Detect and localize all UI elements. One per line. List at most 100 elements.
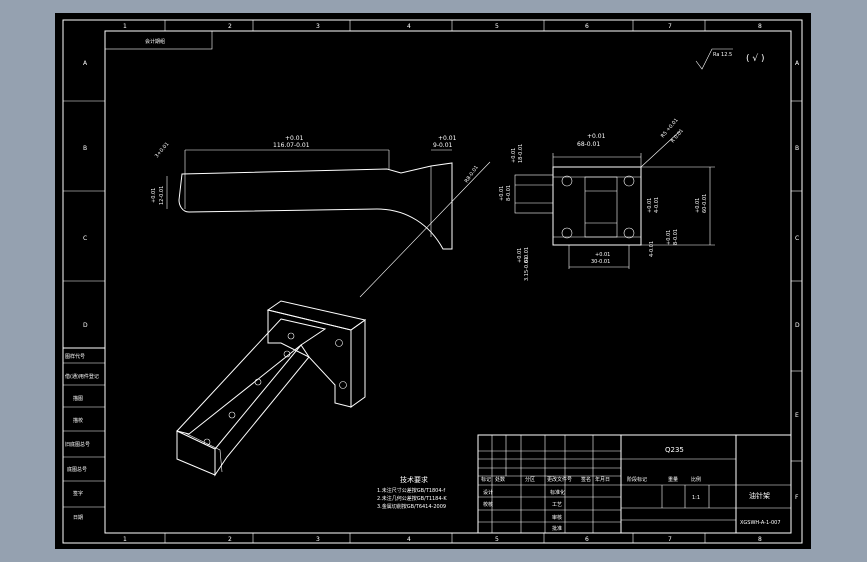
dim-d26: 30-0.01: [591, 259, 610, 265]
dim-d8: 12-0.01: [159, 186, 165, 205]
strip-label-5: 底图总号: [67, 466, 87, 473]
strip-label-6: 签字: [73, 490, 83, 497]
dim-d14: +0.01: [499, 186, 505, 201]
dim-d20: +0.01: [695, 198, 701, 213]
dim-d3: +0.01: [438, 135, 457, 142]
outer-frame: [62, 19, 803, 544]
side-view-dims: +0.01 68-0.01 R5 +0.01 R 0.01 +0.01 18-0…: [499, 117, 708, 281]
top-zone-ticks: [164, 20, 706, 543]
zone-col-5-bottom: 5: [495, 536, 499, 543]
left-strip-table: 图样代号 借(通)用件登记 描图 描校 旧底图总号 底图总号 签字 日期: [63, 347, 105, 521]
tb-row-mid-1: 工艺: [552, 502, 562, 508]
zone-col-4-bottom: 4: [407, 536, 411, 543]
strip-label-3: 描校: [73, 417, 83, 424]
top-zone-labels: 1 2 3 4 5 6 7 8 1 2 3 4 5 6 7 8: [123, 23, 762, 543]
tb-part-name: 油针架: [749, 491, 770, 500]
zone-col-7-bottom: 7: [668, 536, 672, 543]
zone-row-f-right: F: [795, 494, 799, 501]
front-view-dims: +0.01 116.07-0.01 +0.01 9-0.01 3+0.01 R8…: [151, 135, 480, 205]
dim-d22: +0.01: [517, 248, 523, 263]
tb-row-left-0: 设计: [483, 489, 493, 496]
tb-header-1: 处数: [495, 476, 505, 483]
tb-row-mid-0: 标准化: [550, 489, 565, 496]
dim-d2: 116.07-0.01: [273, 142, 310, 149]
zone-col-3: 3: [316, 23, 320, 30]
dim-d10: +0.01: [587, 133, 606, 140]
zone-row-c-right: C: [795, 235, 799, 242]
tb-material: Q235: [665, 446, 684, 454]
drawing-sheet: 1 2 3 4 5 6 7 8 1 2 3 4 5 6 7 8 A B C D …: [55, 13, 811, 549]
tech-title: 技术要求: [400, 475, 428, 484]
tb-row-left-1: 校核: [483, 501, 493, 508]
dim-d28: R 0.01: [670, 128, 685, 144]
zone-row-b: B: [83, 145, 87, 152]
tb-row-mid-2: 审核: [552, 514, 562, 521]
inner-frame: [104, 30, 792, 534]
dim-d5: 3+0.01: [154, 141, 170, 159]
strip-label-1: 借(通)用件登记: [65, 373, 99, 380]
strip-label-4: 旧底图总号: [65, 441, 90, 448]
zone-col-8: 8: [758, 23, 762, 30]
dim-d18: +0.01: [666, 230, 672, 245]
zone-row-b-right: B: [795, 145, 799, 152]
dim-d7: +0.01: [151, 188, 157, 203]
tb-header-4: 签名: [581, 476, 591, 483]
tb-drawing-number: XGSWH-A-1-007: [740, 520, 781, 526]
leader-line: [359, 161, 491, 298]
tech-note-2: 2.未注几何公差按GB/T1184-K: [377, 495, 447, 502]
tb-stage-label: 阶段标记: [627, 476, 647, 483]
zone-row-e-right: E: [795, 412, 799, 419]
dim-d25: +0.01: [595, 252, 610, 258]
zone-row-a-right: A: [795, 60, 800, 67]
dim-d11: 68-0.01: [577, 141, 600, 148]
zone-col-8-bottom: 8: [758, 536, 762, 543]
zone-col-1-bottom: 1: [123, 536, 127, 543]
zone-row-d: D: [83, 322, 88, 329]
zone-col-2-bottom: 2: [228, 536, 232, 543]
tech-note-3: 3.金属切削按GB/T6414-2009: [377, 503, 446, 510]
tech-notes: 技术要求 1.未注尺寸公差按GB/T1804-f 2.未注几何公差按GB/T11…: [377, 475, 447, 510]
strip-label-0: 图样代号: [65, 353, 85, 360]
zone-col-6-bottom: 6: [585, 536, 589, 543]
tb-weight-label: 重量: [668, 476, 678, 483]
top-left-box-label: 会计期组: [145, 38, 165, 45]
zone-col-1: 1: [123, 23, 127, 30]
dim-d19: 8-0.01: [673, 229, 679, 245]
dim-d23: 6-0.01: [524, 247, 530, 263]
dim-d13: 18-0.01: [518, 144, 524, 163]
drawing-canvas: 1 2 3 4 5 6 7 8 1 2 3 4 5 6 7 8 A B C D …: [62, 19, 803, 544]
side-zone-labels: A B C D A B C D E F: [83, 60, 800, 501]
dim-d12: +0.01: [511, 148, 517, 163]
strip-label-7: 日期: [73, 515, 83, 521]
zone-row-c: C: [83, 235, 87, 242]
roughness-bracket: ( √ ): [746, 53, 764, 64]
zone-col-4: 4: [407, 23, 411, 30]
top-left-box: [104, 30, 213, 50]
dim-d21: 60-0.01: [702, 194, 708, 213]
dim-d1: +0.01: [285, 135, 304, 142]
tb-scale-value: 1:1: [692, 495, 700, 501]
zone-col-3-bottom: 3: [316, 536, 320, 543]
zone-col-6: 6: [585, 23, 589, 30]
tb-header-0: 标记: [481, 476, 491, 483]
tb-header-2: 分区: [525, 476, 535, 483]
tb-header-3: 更改文件号: [547, 476, 572, 483]
zone-row-a: A: [83, 60, 88, 67]
strip-label-2: 描图: [73, 395, 83, 402]
zone-col-2: 2: [228, 23, 232, 30]
tb-scale-label: 比例: [691, 476, 701, 483]
front-view: [166, 149, 491, 298]
roughness-value: Ra 12.5: [713, 52, 732, 58]
tb-row-mid-3: 批准: [552, 525, 562, 532]
dim-d15: 8-0.01: [506, 185, 512, 201]
dim-d4: 9-0.01: [433, 142, 453, 149]
zone-col-7: 7: [668, 23, 672, 30]
dim-d17: 4-0.01: [654, 197, 660, 213]
zone-row-d-right: D: [795, 322, 800, 329]
side-view: [514, 130, 715, 269]
dim-d16: +0.01: [647, 198, 653, 213]
zone-col-5: 5: [495, 23, 499, 30]
isometric-view: [176, 300, 367, 477]
dim-d27: 4-0.01: [649, 241, 655, 257]
roughness-symbol: Ra 12.5 ( √ ): [695, 48, 764, 70]
